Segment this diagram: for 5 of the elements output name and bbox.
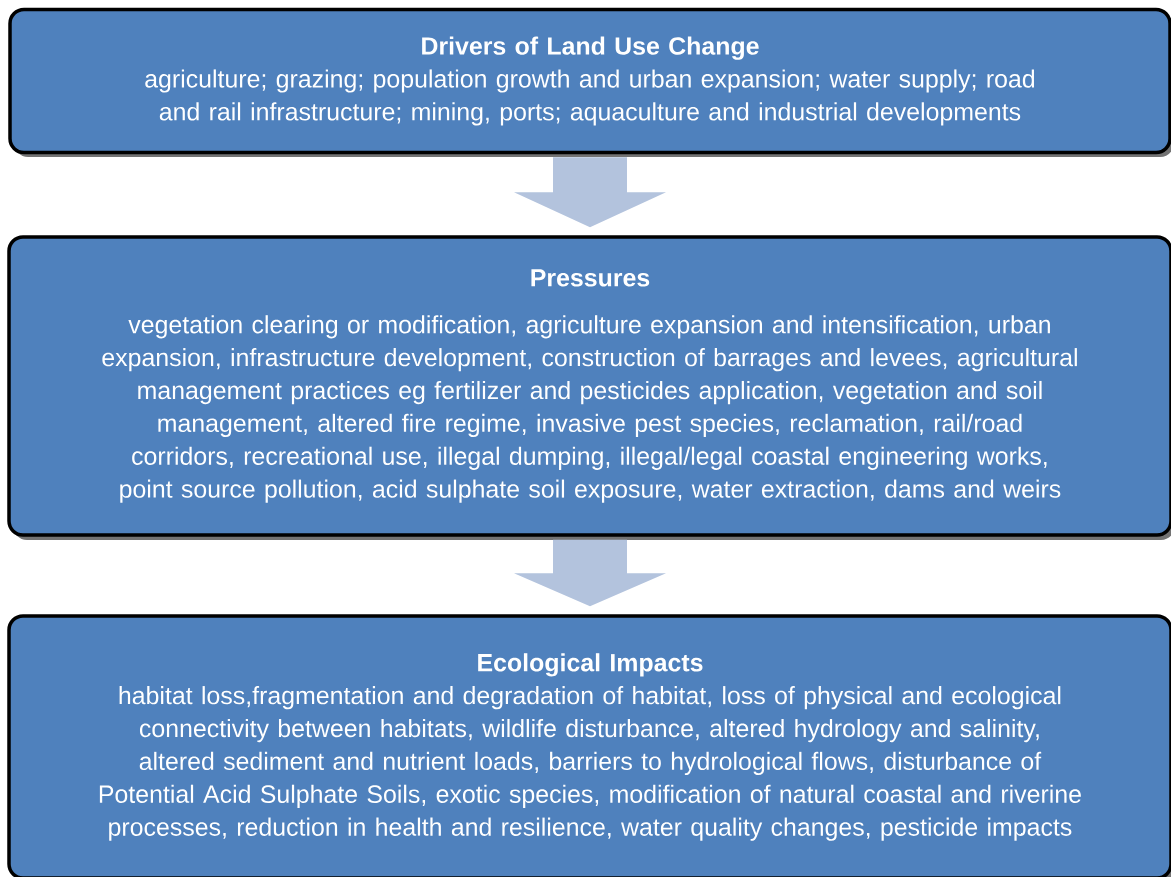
text-box: Pressures vegetation clearing or modification, agriculture expansion and intensification, urban expansion, infrastructure development, construction of barrages and levees, agricultural management practices eg fertilizer and pesticides application, vegetation and soil management, altered fire regime, invasive pest species, reclamation, rail/road corridors, recreational use, illegal dumping, illegal/legal coastal engineering works, point source pollution, acid sulphate soil exposure, water extraction, dams and weirs xyxy=(7,235,1171,540)
text-box: Ecological Impacts habitat loss,fragmentation and degradation of habitat, loss of physical and ecological connectivity between habitats, wildlife disturbance, altered hydrology and salinity, altered sediment and nutrient loads, barriers to hydrological flows, disturbance of Potential Acid Sulphate Soils, exotic species, modification of natural coastal and riverine processes, reduction in health and resilience, water quality changes, pesticide impacts xyxy=(7,614,1171,877)
block-arrow xyxy=(514,539,666,607)
text-box: Drivers of Land Use Change agriculture; grazing; population growth and urban expansion; water supply; road and rail infrastructure; mining, ports; aquaculture and industrial developments xyxy=(8,7,1171,157)
block-arrow xyxy=(514,157,666,228)
